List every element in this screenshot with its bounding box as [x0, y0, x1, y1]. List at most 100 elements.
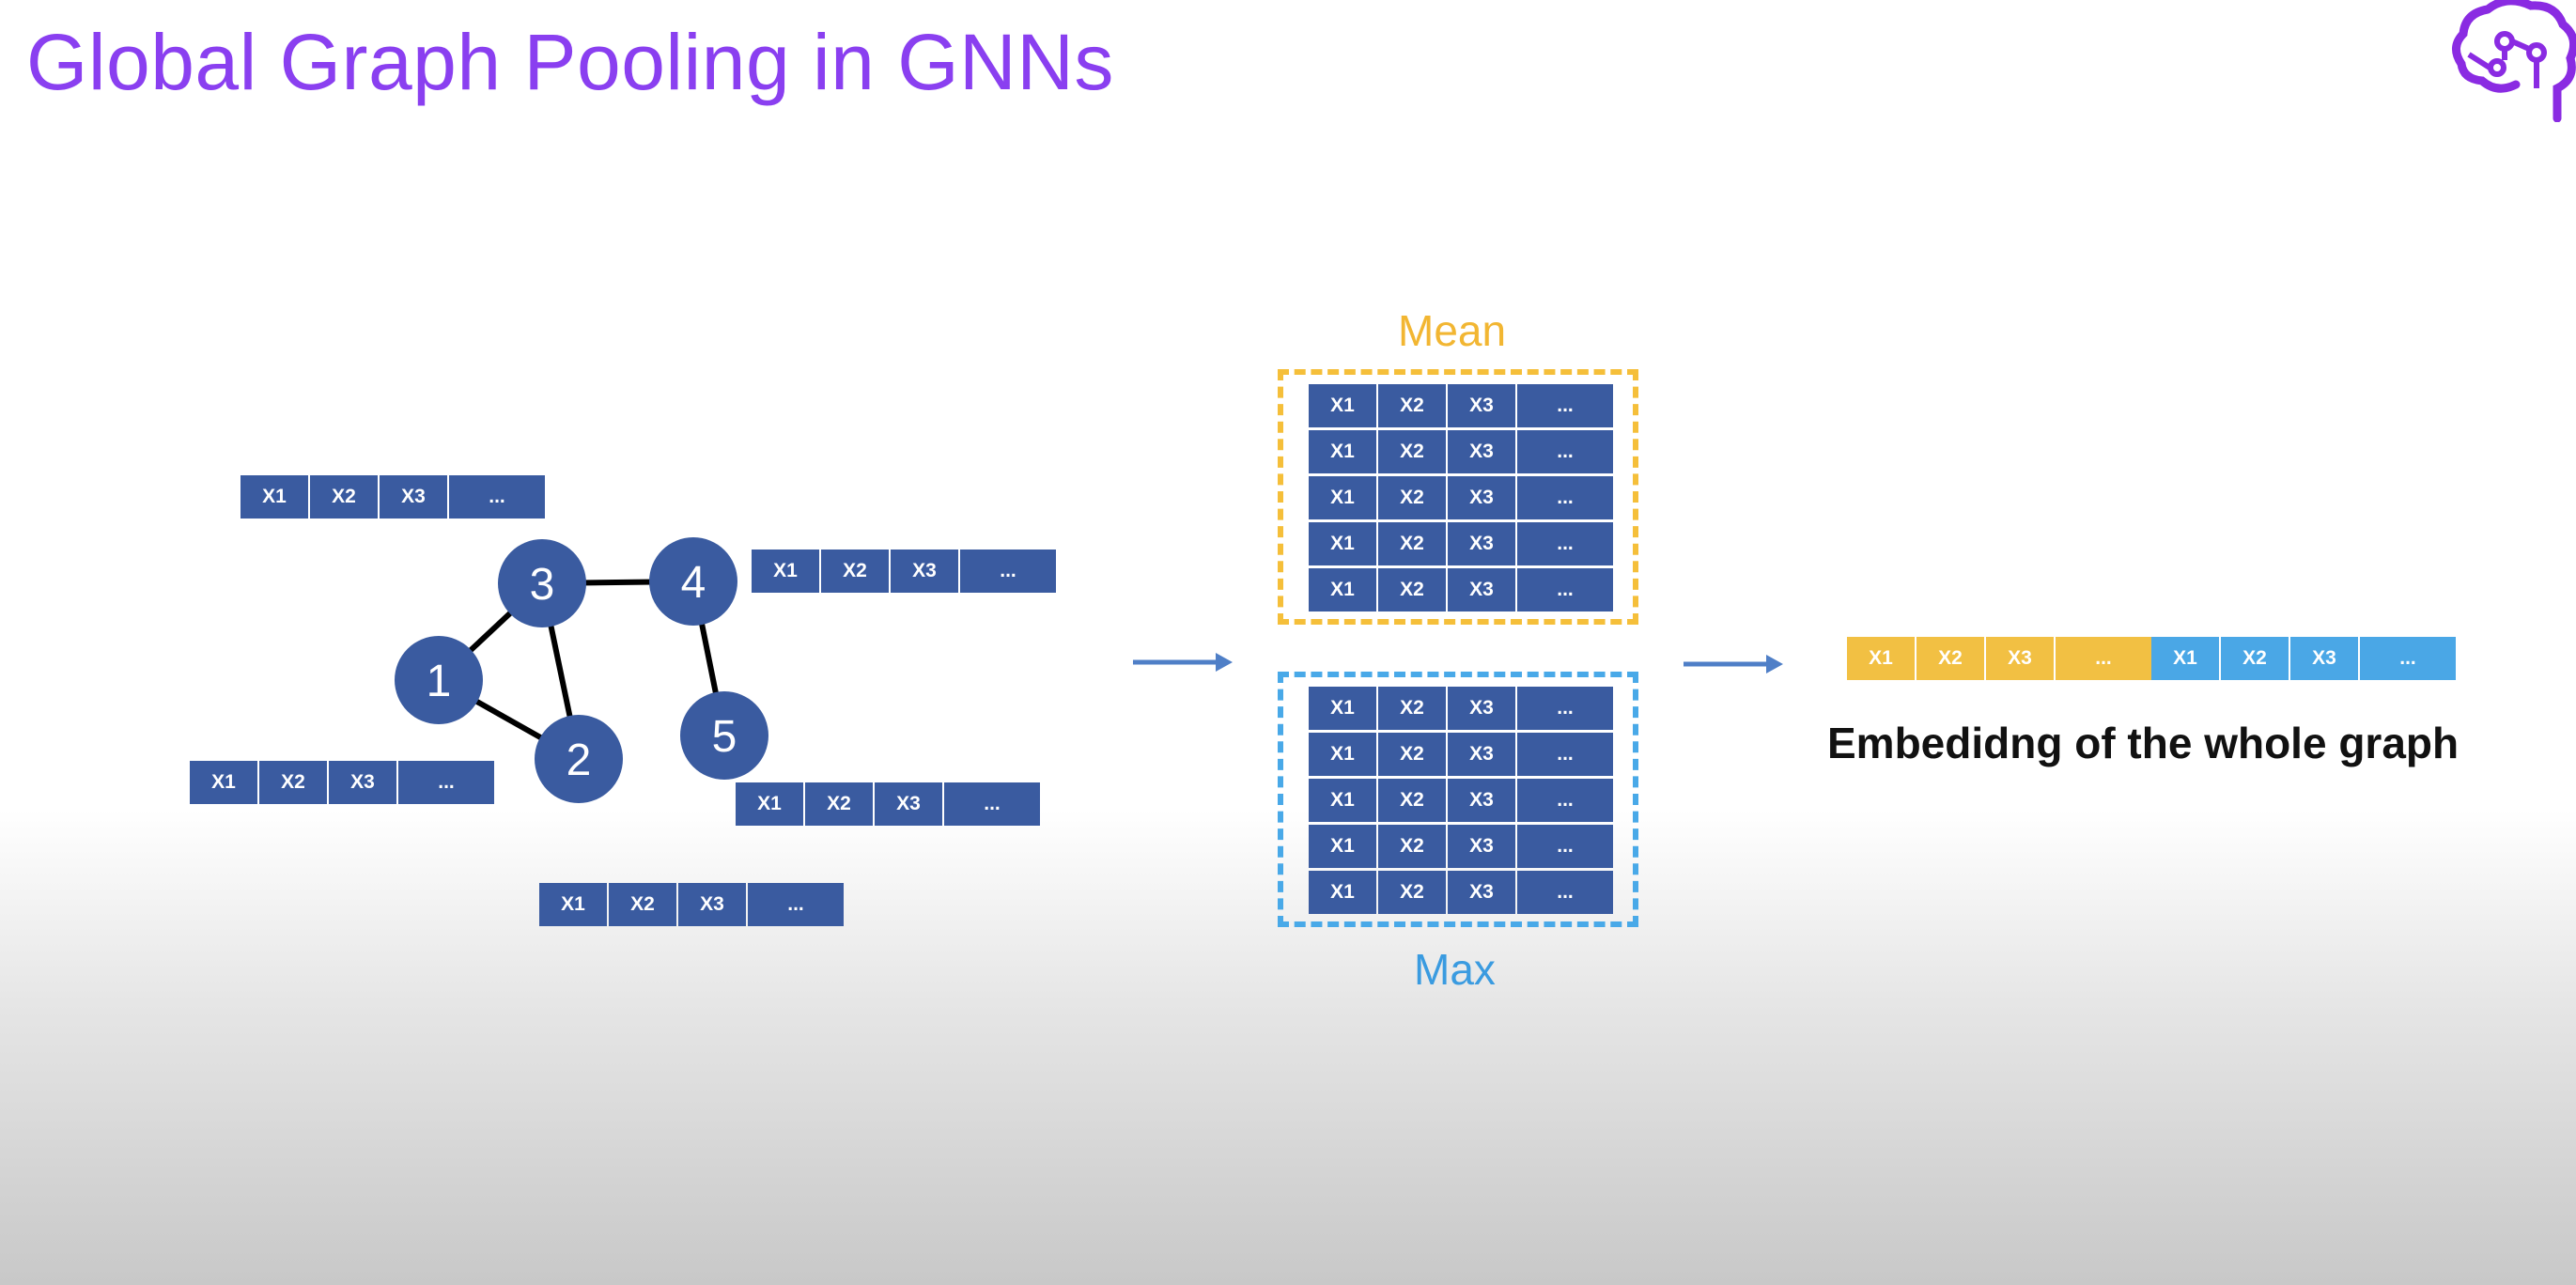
max-pooling-box: X1 X2 X3 ... X1 X2 X3 ... X1 X2 X3 ... X… — [1278, 672, 1638, 927]
matrix-row: X1 X2 X3 ... — [1309, 687, 1615, 730]
mean-pooling-box: X1 X2 X3 ... X1 X2 X3 ... X1 X2 X3 ... X… — [1278, 369, 1638, 625]
matrix-cell: ... — [1517, 825, 1613, 868]
feature-cell: X3 — [678, 883, 746, 926]
matrix-cell: X3 — [1448, 733, 1515, 776]
slide-title: Global Graph Pooling in GNNs — [26, 18, 1114, 106]
matrix-cell: X2 — [1378, 779, 1446, 822]
feature-cell: ... — [944, 782, 1040, 826]
feature-cell: X2 — [609, 883, 676, 926]
feature-cell: X3 — [329, 761, 396, 804]
matrix-cell: X1 — [1309, 522, 1376, 565]
feature-cell: X2 — [310, 475, 378, 519]
matrix-cell: X1 — [1309, 384, 1376, 427]
feature-cell: X1 — [736, 782, 803, 826]
graph-node-4 — [649, 537, 737, 626]
matrix-row: X1 X2 X3 ... — [1309, 779, 1615, 822]
matrix-row: X1 X2 X3 ... — [1309, 522, 1615, 565]
matrix-row: X1 X2 X3 ... — [1309, 430, 1615, 473]
matrix-cell: X2 — [1378, 568, 1446, 612]
matrix-cell: X3 — [1448, 476, 1515, 519]
feature-cell: ... — [748, 883, 844, 926]
matrix-cell: X1 — [1309, 476, 1376, 519]
matrix-cell: ... — [1517, 430, 1613, 473]
feature-cell: X3 — [380, 475, 447, 519]
matrix-cell: X3 — [1448, 687, 1515, 730]
matrix-row: X1 X2 X3 ... — [1309, 476, 1615, 519]
feature-cell: X1 — [241, 475, 308, 519]
graph-node-label: 2 — [566, 735, 592, 785]
matrix-cell: X1 — [1309, 430, 1376, 473]
matrix-cell: X2 — [1378, 384, 1446, 427]
matrix-cell: ... — [1517, 568, 1613, 612]
feature-vector-node-2: X1 X2 X3 ... — [539, 883, 844, 926]
matrix-cell: X2 — [1378, 871, 1446, 914]
matrix-cell: X1 — [1309, 687, 1376, 730]
matrix-cell: X3 — [1448, 430, 1515, 473]
matrix-row: X1 X2 X3 ... — [1309, 733, 1615, 776]
arrow-to-pooling-icon — [1133, 653, 1233, 672]
embedding-cell-mean: X3 — [1986, 637, 2054, 680]
graph-node-3 — [498, 539, 586, 627]
matrix-cell: ... — [1517, 476, 1613, 519]
embedding-cell-mean: X2 — [1916, 637, 1984, 680]
matrix-cell: ... — [1517, 733, 1613, 776]
matrix-cell: X3 — [1448, 779, 1515, 822]
matrix-cell: X1 — [1309, 733, 1376, 776]
matrix-cell: X2 — [1378, 522, 1446, 565]
matrix-row: X1 X2 X3 ... — [1309, 871, 1615, 914]
feature-cell: X1 — [539, 883, 607, 926]
matrix-cell: X2 — [1378, 476, 1446, 519]
brain-circuit-icon — [2452, 0, 2576, 122]
embedding-cell-mean: X1 — [1847, 637, 1915, 680]
embedding-cell-max: X1 — [2151, 637, 2219, 680]
matrix-row: X1 X2 X3 ... — [1309, 384, 1615, 427]
graph-node-label: 5 — [712, 712, 737, 762]
matrix-cell: X2 — [1378, 430, 1446, 473]
matrix-cell: ... — [1517, 384, 1613, 427]
matrix-cell: X3 — [1448, 384, 1515, 427]
feature-cell: X3 — [891, 550, 958, 593]
feature-cell: X2 — [805, 782, 873, 826]
graph-node-label: 1 — [427, 657, 452, 706]
embedding-caption: Embedidng of the whole graph — [1827, 719, 2460, 767]
feature-cell: ... — [398, 761, 494, 804]
feature-cell: ... — [960, 550, 1056, 593]
mean-feature-matrix: X1 X2 X3 ... X1 X2 X3 ... X1 X2 X3 ... X… — [1309, 384, 1615, 614]
feature-cell: ... — [449, 475, 545, 519]
mean-pooling-label: Mean — [1398, 306, 1507, 355]
matrix-row: X1 X2 X3 ... — [1309, 825, 1615, 868]
feature-vector-node-5: X1 X2 X3 ... — [736, 782, 1040, 826]
feature-vector-node-4: X1 X2 X3 ... — [752, 550, 1056, 593]
matrix-cell: X1 — [1309, 568, 1376, 612]
embedding-cell-mean: ... — [2056, 637, 2151, 680]
feature-cell: X3 — [875, 782, 942, 826]
feature-vector-node-1: X1 X2 X3 ... — [190, 761, 494, 804]
matrix-cell: X3 — [1448, 871, 1515, 914]
max-feature-matrix: X1 X2 X3 ... X1 X2 X3 ... X1 X2 X3 ... X… — [1309, 687, 1615, 917]
matrix-cell: ... — [1517, 871, 1613, 914]
matrix-cell: X3 — [1448, 568, 1515, 612]
embedding-cell-max: X3 — [2290, 637, 2358, 680]
matrix-cell: X2 — [1378, 687, 1446, 730]
graph-node-1 — [395, 636, 483, 724]
feature-cell: X2 — [821, 550, 889, 593]
feature-cell: X2 — [259, 761, 327, 804]
matrix-row: X1 X2 X3 ... — [1309, 568, 1615, 612]
graph-node-5 — [680, 691, 768, 780]
graph-node-label: 3 — [530, 560, 555, 610]
embedding-cell-max: ... — [2360, 637, 2456, 680]
graph-embedding-vector: X1 X2 X3 ... X1 X2 X3 ... — [1847, 637, 2456, 680]
matrix-cell: X1 — [1309, 779, 1376, 822]
graph-node-2 — [535, 715, 623, 803]
matrix-cell: X2 — [1378, 733, 1446, 776]
graph-node-label: 4 — [681, 558, 706, 608]
matrix-cell: X1 — [1309, 825, 1376, 868]
feature-vector-node-3: X1 X2 X3 ... — [241, 475, 545, 519]
matrix-cell: ... — [1517, 522, 1613, 565]
feature-cell: X1 — [752, 550, 819, 593]
feature-cell: X1 — [190, 761, 257, 804]
arrow-to-embedding-icon — [1684, 655, 1783, 673]
matrix-cell: X3 — [1448, 522, 1515, 565]
max-pooling-label: Max — [1414, 945, 1496, 994]
